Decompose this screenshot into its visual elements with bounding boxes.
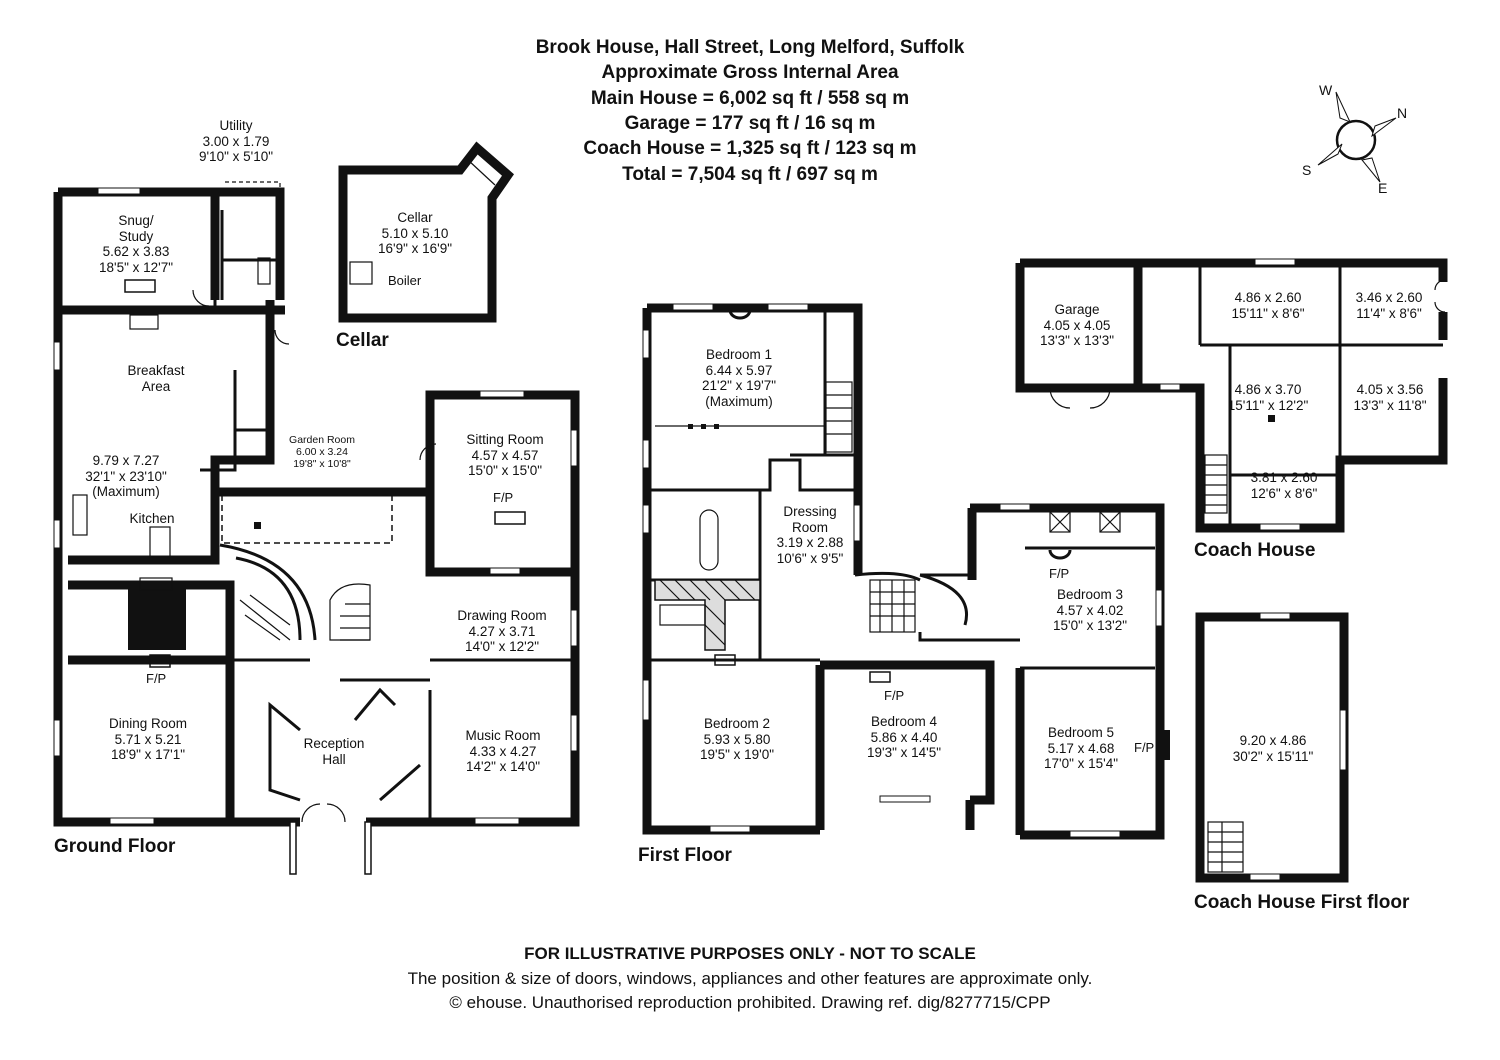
bedroom-5-fp-label: F/P [1134,740,1155,755]
room-label-kitchen: Kitchen [129,511,175,526]
compass-icon [1317,91,1397,183]
bedroom-4-fp-label: F/P [884,688,905,703]
cellar-plan [338,141,514,323]
compass-e-label: E [1378,180,1388,196]
compass-n-label: N [1397,105,1408,121]
dining-room-fp-label: F/P [146,671,167,686]
first-floor-title: First Floor [638,845,732,866]
footer-note: The position & size of doors, windows, a… [407,969,1093,988]
title-total: Total = 7,504 sq ft / 697 sq m [622,164,878,185]
first-floor-plan [642,303,1170,840]
ground-floor-plan [53,181,580,875]
compass-s-label: S [1302,162,1312,178]
ground-floor-title: Ground Floor [54,836,176,857]
sitting-room-fp-label: F/P [493,490,514,505]
coach-house-first-title: Coach House First floor [1194,892,1410,913]
footer-copyright: © ehouse. Unauthorised reproduction proh… [449,993,1051,1012]
title-address: Brook House, Hall Street, Long Melford, … [535,37,965,58]
title-garage: Garage = 177 sq ft / 16 sq m [624,113,876,134]
cellar-title: Cellar [336,330,389,351]
coach-house-title: Coach House [1194,540,1316,561]
boiler-label: Boiler [388,273,422,288]
title-area-heading: Approximate Gross Internal Area [601,62,899,83]
bedroom-3-fp-label: F/P [1049,566,1070,581]
coach-house-first-plan [1195,612,1349,883]
compass-w-label: W [1319,82,1333,98]
coach-house-plan [1015,258,1448,533]
title-coach-house: Coach House = 1,325 sq ft / 123 sq m [583,138,917,159]
title-main-house: Main House = 6,002 sq ft / 558 sq m [590,88,910,109]
footer-disclaimer: FOR ILLUSTRATIVE PURPOSES ONLY - NOT TO … [524,944,976,963]
